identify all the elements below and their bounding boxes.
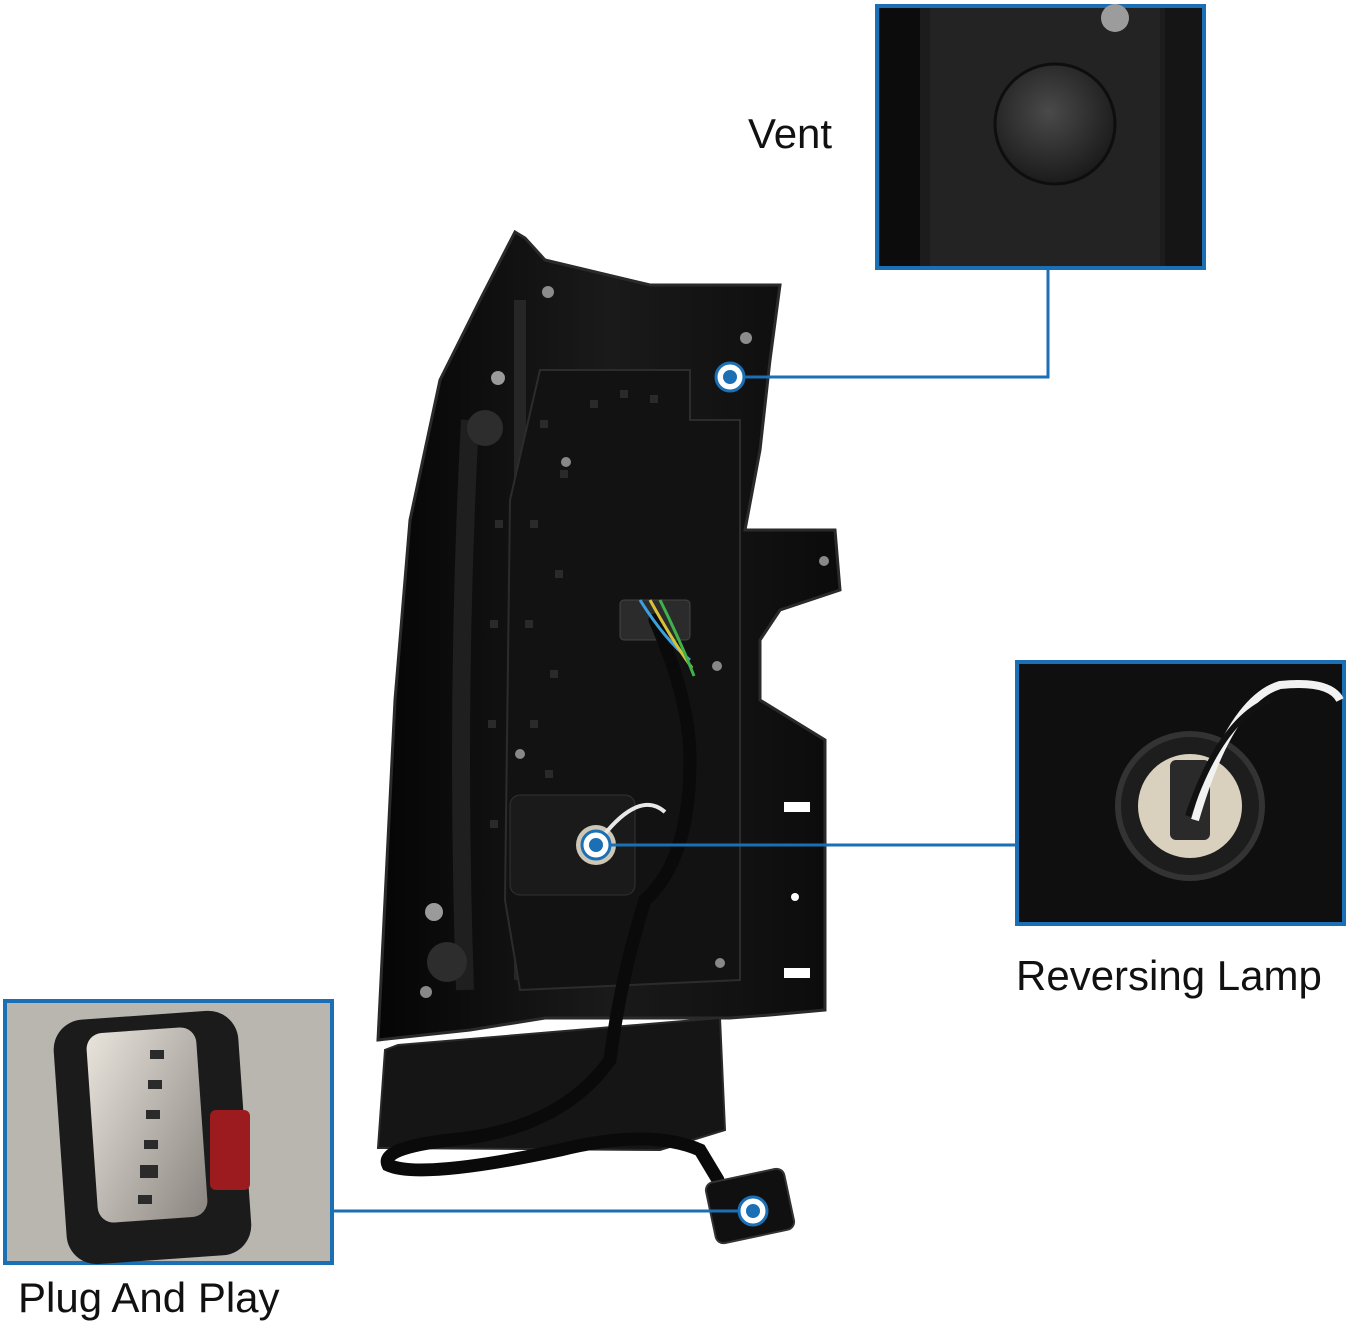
- bolt-icon: [715, 958, 725, 968]
- vent-inset-side: [1165, 8, 1202, 266]
- lower-mount: [376, 1016, 727, 1152]
- bolt-icon: [740, 332, 752, 344]
- reverse-bulb-wire: [601, 802, 667, 838]
- wiring-harness: [380, 613, 725, 1187]
- bolt-icon: [425, 903, 443, 921]
- tail-light-housing: [376, 229, 842, 1042]
- led-array: [488, 390, 658, 828]
- callout-lines: [333, 270, 1050, 1213]
- plug-pins: [138, 1050, 164, 1204]
- bracket-slot: [784, 968, 810, 978]
- grommet-icon: [427, 942, 467, 982]
- bolt-icon: [712, 661, 722, 671]
- vent-inset: [875, 4, 1206, 270]
- bolt-icon: [1101, 4, 1129, 32]
- bolt-icon: [420, 986, 432, 998]
- vent-label: Vent: [748, 110, 833, 157]
- reverse-marker-core: [589, 838, 603, 852]
- reverse-wire-white: [1191, 680, 1344, 822]
- bolt-icon: [561, 457, 571, 467]
- bracket-slot: [784, 802, 810, 812]
- bolt-icon: [542, 286, 554, 298]
- grommet-icon: [467, 410, 503, 446]
- vent-callout-line: [730, 270, 1050, 379]
- vent-marker-core: [723, 370, 737, 384]
- vent-cap: [993, 62, 1117, 186]
- bolt-icon: [819, 556, 829, 566]
- wire-green: [658, 599, 696, 677]
- reverse-lamp-inset: [1015, 660, 1346, 926]
- callout-dots: [580, 361, 769, 1227]
- plug-inset: [3, 999, 334, 1265]
- bolt-icon: [515, 749, 525, 759]
- vent-inset-edge: [880, 8, 920, 266]
- inner-panel: [503, 369, 741, 992]
- bracket-hole: [791, 893, 799, 901]
- reversing-lamp-label: Reversing Lamp: [1016, 952, 1322, 999]
- harness-assembly: [376, 599, 796, 1245]
- plug-marker-core: [746, 1204, 760, 1218]
- housing-lens-edge: [452, 419, 479, 991]
- reverse-wire-black: [1185, 697, 1272, 817]
- bolt-icon: [491, 371, 505, 385]
- plug-face: [86, 1027, 208, 1223]
- plug-lock-tab: [210, 1110, 250, 1190]
- plug-and-play-label: Plug And Play: [18, 1274, 280, 1321]
